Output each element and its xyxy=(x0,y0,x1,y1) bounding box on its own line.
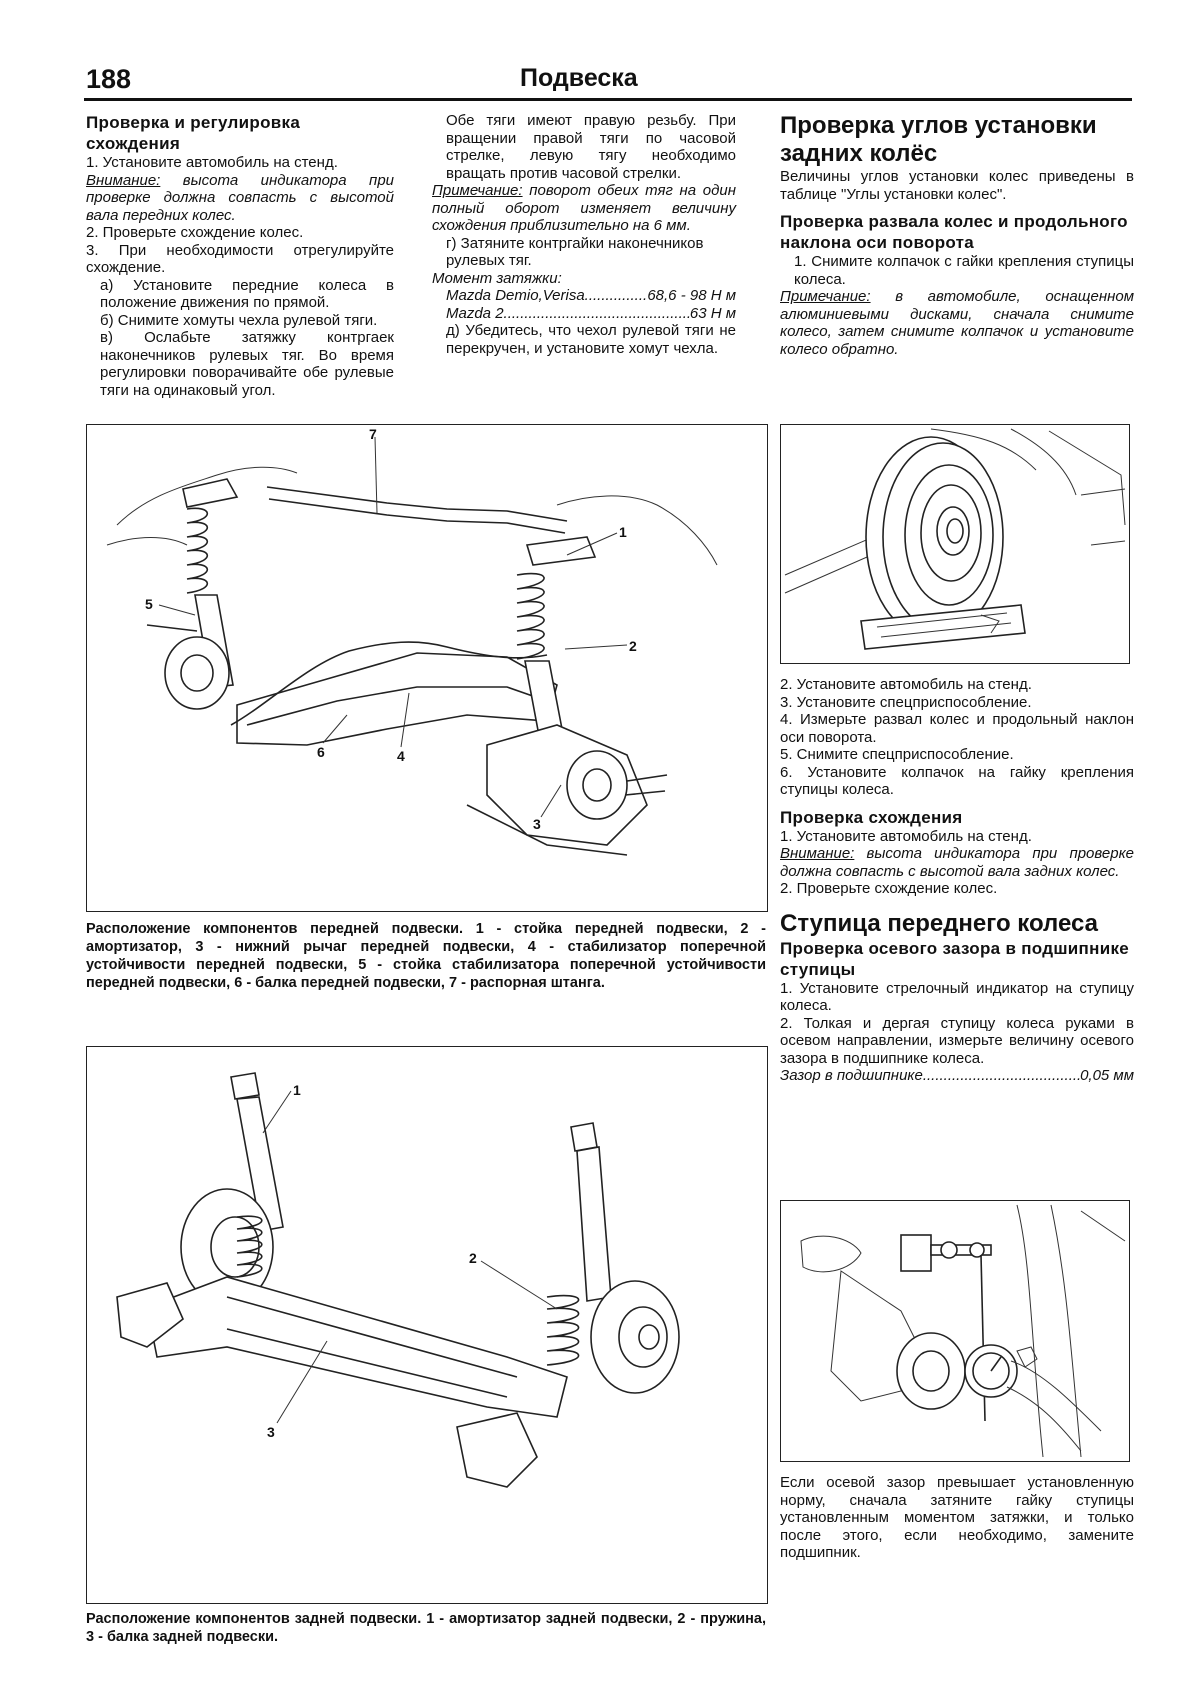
warning-label: Внимание: xyxy=(86,171,161,189)
caption-rear-suspension: Расположение компонентов задней подвески… xyxy=(86,1611,766,1645)
rear-angles-intro: Величины углов установки колес приведены… xyxy=(780,168,1134,203)
sub-g: г) Затяните контргайки наконечников руле… xyxy=(446,234,704,270)
step-1: 1. Установите автомобиль на стенд. xyxy=(86,154,338,171)
torque-row-1: Mazda Demio,Verisa .....................… xyxy=(432,287,736,305)
header-rule xyxy=(84,98,1132,101)
camber-step-3: 3. Установите спецприспособление. xyxy=(780,693,1032,711)
callout-leader-2 xyxy=(480,1260,558,1310)
dial-indicator-illustration xyxy=(800,1204,1126,1458)
toe-step-1: 1. Установите автомобиль на стенд. xyxy=(780,827,1032,845)
sub-c: в) Ослабьте затяжку контргаек наконечник… xyxy=(100,329,394,399)
leader-dots: ........................................… xyxy=(922,1067,1080,1084)
callout-2: 2 xyxy=(469,1250,477,1266)
heading-bearing-play: Проверка осевого зазора в подшипнике сту… xyxy=(780,938,1130,979)
play-spec: Зазор в подшипнике .....................… xyxy=(780,1067,1134,1085)
sub-d: д) Убедитесь, что чехол рулевой тяги не … xyxy=(446,322,736,357)
toe-warning: Внимание: высота индикатора при проверке… xyxy=(780,845,1134,880)
callout-leader-1 xyxy=(566,532,618,556)
toe-warning-label: Внимание: xyxy=(780,845,855,862)
heading-rear-toe: Проверка схождения xyxy=(780,807,963,827)
figure-rear-suspension: 1 2 3 xyxy=(86,1046,768,1604)
sub-b: б) Снимите хомуты чехла рулевой тяги. xyxy=(100,311,378,329)
callout-1: 1 xyxy=(619,524,627,540)
heading-toe-adjust: Проверка и регулировка схождения xyxy=(86,113,301,153)
figure-front-suspension: 7 1 2 3 4 5 6 xyxy=(86,424,768,912)
figure-dial-indicator xyxy=(780,1200,1130,1462)
torque-row-2-label: Mazda 2 xyxy=(446,304,504,322)
camber-step-1: 1. Снимите колпачок с гайки крепления ст… xyxy=(794,253,1134,288)
camber-step-4: 4. Измерьте развал колес и продольный на… xyxy=(780,711,1134,746)
callout-6: 6 xyxy=(317,744,325,760)
callout-3: 3 xyxy=(267,1424,275,1440)
caption-front-suspension: Расположение компонентов передней подвес… xyxy=(86,921,766,991)
callout-leader-3 xyxy=(540,784,562,818)
torque-row-2: Mazda 2 ................................… xyxy=(432,305,736,323)
callout-1: 1 xyxy=(293,1082,301,1098)
warning-text: высота индикатора при проверке должна со… xyxy=(86,171,394,224)
camber-note-text: в автомобиле, оснащенном алюминиевыми ди… xyxy=(780,288,1134,358)
sub-a: а) Установите передние колеса в положени… xyxy=(100,276,394,312)
torque-row-2-value: 63 Н м xyxy=(689,304,736,322)
callout-4: 4 xyxy=(397,748,405,764)
callout-5: 5 xyxy=(145,596,153,612)
camber-step-5: 5. Снимите спецприспособление. xyxy=(780,746,1014,763)
torque-label: Момент затяжки: xyxy=(432,269,562,287)
rear-suspension-illustration: 1 2 3 xyxy=(116,1072,680,1488)
callout-leader-3 xyxy=(276,1340,328,1424)
column-3-bottom: Если осевой зазор превышает установленну… xyxy=(780,1474,1134,1562)
camber-step-2: 2. Установите автомобиль на стенд. xyxy=(780,676,1032,693)
camber-note-label: Примечание: xyxy=(780,288,871,305)
torque-row-1-label: Mazda Demio,Verisa xyxy=(446,287,585,304)
toe-step-2: 2. Проверьте схождение колес. xyxy=(780,880,998,897)
section-title: Подвеска xyxy=(520,64,638,92)
play-step-2: 2. Толкая и дергая ступицу колеса руками… xyxy=(780,1014,1134,1067)
step-3: 3. При необходимости отрегулируйте схожд… xyxy=(86,241,394,277)
play-step-1: 1. Установите стрелочный индикатор на ст… xyxy=(780,979,1134,1015)
wheel-stand-illustration xyxy=(784,428,1126,650)
callout-7: 7 xyxy=(369,426,377,442)
camber-note: Примечание: в автомобиле, оснащенном алю… xyxy=(780,288,1134,358)
leader-dots: ........................................… xyxy=(584,287,648,304)
column-3-middle: 2. Установите автомобиль на стенд. 3. Ус… xyxy=(780,676,1134,1085)
step-2: 2. Проверьте схождение колес. xyxy=(86,224,304,241)
warning: Внимание: высота индикатора при проверке… xyxy=(86,172,394,225)
heading-camber: Проверка развала колес и продольного нак… xyxy=(780,212,1128,252)
paragraph-threads: Обе тяги имеют правую резьбу. При вращен… xyxy=(446,112,736,182)
play-spec-label: Зазор в подшипнике xyxy=(780,1067,923,1084)
play-final: Если осевой зазор превышает установленну… xyxy=(780,1474,1134,1561)
toe-warning-text: высота индикатора при проверке должна со… xyxy=(780,845,1134,880)
column-1: Проверка и регулировка схождения 1. Уста… xyxy=(86,112,394,399)
callout-leader-6 xyxy=(322,714,348,744)
callout-2: 2 xyxy=(629,638,637,654)
play-spec-value: 0,05 мм xyxy=(1080,1067,1134,1084)
callout-leader-2 xyxy=(564,644,628,650)
callout-3: 3 xyxy=(533,816,541,832)
note-label: Примечание: xyxy=(432,182,523,199)
callout-leader-4 xyxy=(400,692,410,748)
torque-row-1-value: 68,6 - 98 Н м xyxy=(647,287,736,304)
figure-wheel-on-stand xyxy=(780,424,1130,664)
column-2: Обе тяги имеют правую резьбу. При вращен… xyxy=(432,112,736,357)
front-suspension-illustration: 7 1 2 3 4 5 6 xyxy=(106,426,718,856)
callout-leader-5 xyxy=(158,604,196,616)
column-3-top: Проверка углов установки задних колёс Ве… xyxy=(780,112,1134,358)
page-number: 188 xyxy=(86,64,132,94)
section-front-hub-title: Ступица переднего колеса xyxy=(780,909,1098,937)
note-text: поворот обеих тяг на один полный оборот … xyxy=(432,182,736,234)
section-rear-angles-title: Проверка углов установки задних колёс xyxy=(780,112,1097,167)
camber-step-6: 6. Установите колпачок на гайку креплени… xyxy=(780,763,1134,799)
callout-leader-7 xyxy=(374,436,378,514)
callout-leader-1 xyxy=(262,1090,292,1134)
leader-dots: ........................................… xyxy=(503,304,690,322)
note: Примечание: поворот обеих тяг на один по… xyxy=(432,182,736,235)
